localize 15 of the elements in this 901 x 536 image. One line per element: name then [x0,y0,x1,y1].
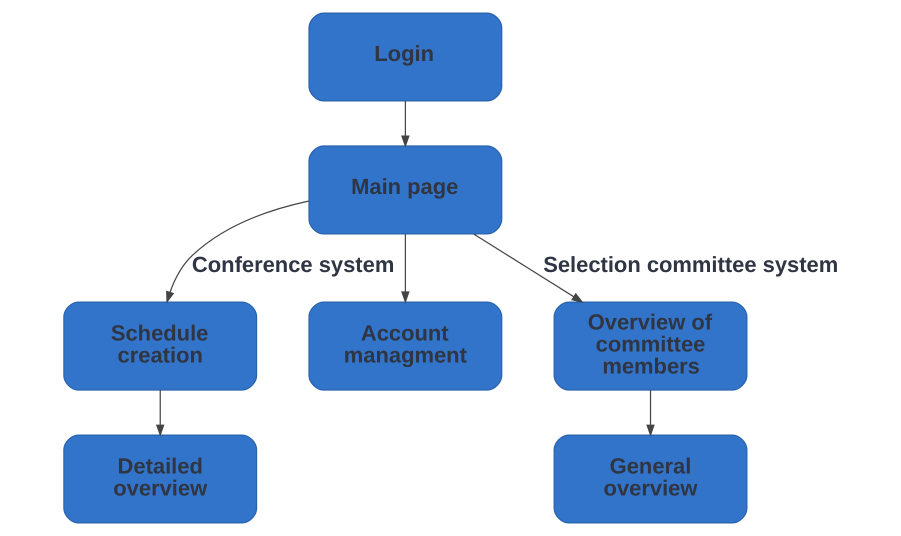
node-box: Login [308,12,502,102]
arrow [473,233,584,303]
node-box: General overview [554,434,748,524]
arrow [401,100,410,148]
node-box: Detailed overview [63,434,258,524]
node-box: Schedule creation [63,302,258,391]
arrow [401,234,410,304]
edge-label: Selection committee system [543,252,838,278]
arrow [156,390,164,437]
edge-label: Conference system [192,252,394,278]
arrow [166,200,309,304]
node-box: Main page [308,145,502,234]
node-box: Overview of committee members [554,302,748,391]
node-box: Account managment [308,302,502,391]
arrow [646,390,655,437]
